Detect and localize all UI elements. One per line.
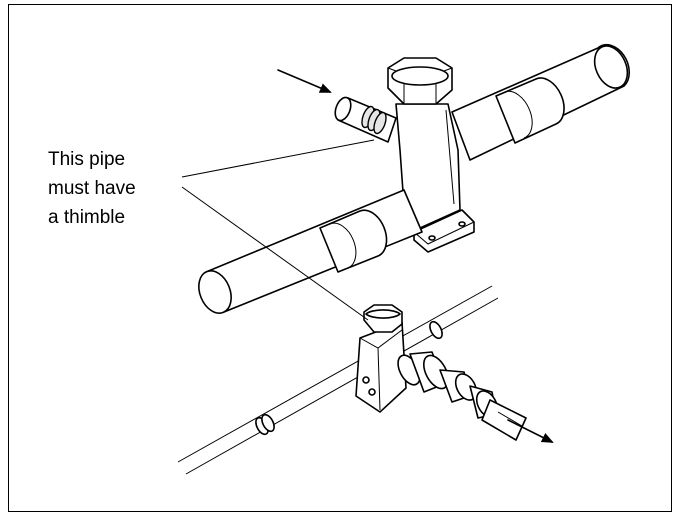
lower-assembly (177, 285, 527, 475)
callout-line-1: This pipe (48, 149, 126, 170)
callout-leader-lines (181, 139, 375, 321)
upper-left-pipe (198, 189, 423, 314)
callout-line-3: a thimble (48, 207, 126, 228)
callout-label: This pipe must have a thimble (48, 145, 136, 232)
lower-outlet-fittings (397, 351, 527, 441)
lower-valve-block (355, 304, 407, 413)
upper-valve-body (387, 57, 475, 253)
upper-assembly (198, 43, 631, 314)
inlet-arrow-icon (277, 69, 332, 93)
lower-through-pipe (177, 285, 499, 475)
upper-right-pipe (451, 43, 631, 161)
upper-inlet-pipe (334, 96, 397, 143)
outlet-arrow-icon (507, 419, 554, 443)
callout-line-2: must have (48, 178, 136, 199)
